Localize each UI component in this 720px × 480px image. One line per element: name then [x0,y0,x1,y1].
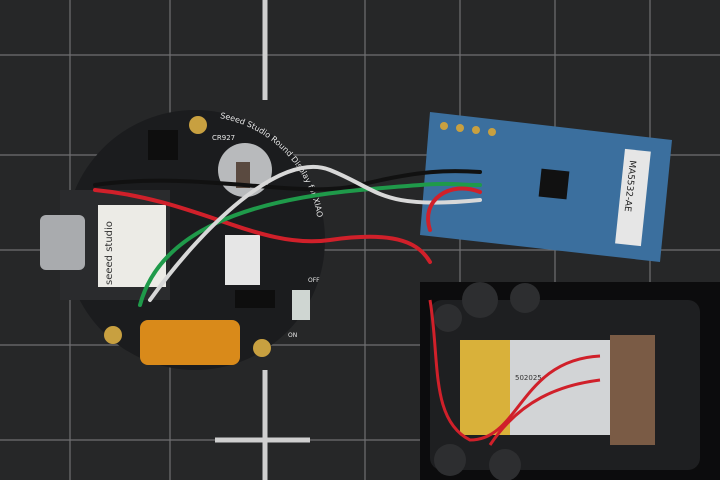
xiao-module: seeed studio [40,190,170,300]
mat-center-lines [215,0,310,480]
wires [93,164,482,307]
battery-model: 502025 [515,374,542,382]
switch-on-label: ON [288,332,297,339]
battery-inset: 502025 [420,282,720,480]
sensor-board: MA5532-AE [420,112,672,262]
module-brand: seeed studio [104,221,115,285]
switch-off-label: OFF [308,277,320,284]
coin-cell-label: CR927 [212,134,235,142]
